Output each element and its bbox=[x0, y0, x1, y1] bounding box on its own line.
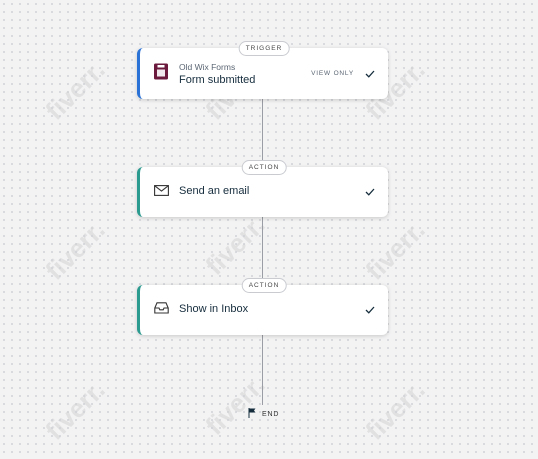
inbox-icon bbox=[154, 301, 169, 319]
action-label: Show in Inbox bbox=[179, 303, 249, 315]
watermark: fiverr. bbox=[199, 209, 271, 281]
watermark: fiverr. bbox=[39, 54, 111, 126]
watermark: fiverr. bbox=[39, 374, 111, 446]
action-card-send-email[interactable]: ACTION Send an email bbox=[137, 160, 388, 217]
trigger-pill: TRIGGER bbox=[238, 41, 290, 56]
watermark: fiverr. bbox=[359, 374, 431, 446]
end-marker: END bbox=[248, 405, 279, 423]
check-icon bbox=[365, 183, 375, 201]
check-icon bbox=[365, 65, 375, 83]
envelope-icon bbox=[154, 183, 169, 201]
action-pill: ACTION bbox=[241, 278, 287, 293]
action-card-show-inbox[interactable]: ACTION Show in Inbox bbox=[137, 278, 388, 335]
connector-line bbox=[262, 335, 263, 405]
connector-line bbox=[262, 217, 263, 285]
watermark: fiverr. bbox=[39, 214, 111, 286]
trigger-card[interactable]: TRIGGER Old Wix Forms Form submitted VIE… bbox=[137, 41, 388, 99]
action-label: Send an email bbox=[179, 185, 250, 197]
action-pill: ACTION bbox=[241, 160, 287, 175]
watermark: fiverr. bbox=[359, 214, 431, 286]
view-only-label: VIEW ONLY bbox=[311, 70, 354, 77]
connector-line bbox=[262, 99, 263, 167]
check-icon bbox=[365, 301, 375, 319]
trigger-event: Form submitted bbox=[179, 74, 256, 86]
end-label: END bbox=[262, 410, 280, 418]
flag-icon bbox=[248, 405, 256, 423]
form-icon bbox=[154, 63, 168, 84]
trigger-app-name: Old Wix Forms bbox=[179, 62, 236, 72]
